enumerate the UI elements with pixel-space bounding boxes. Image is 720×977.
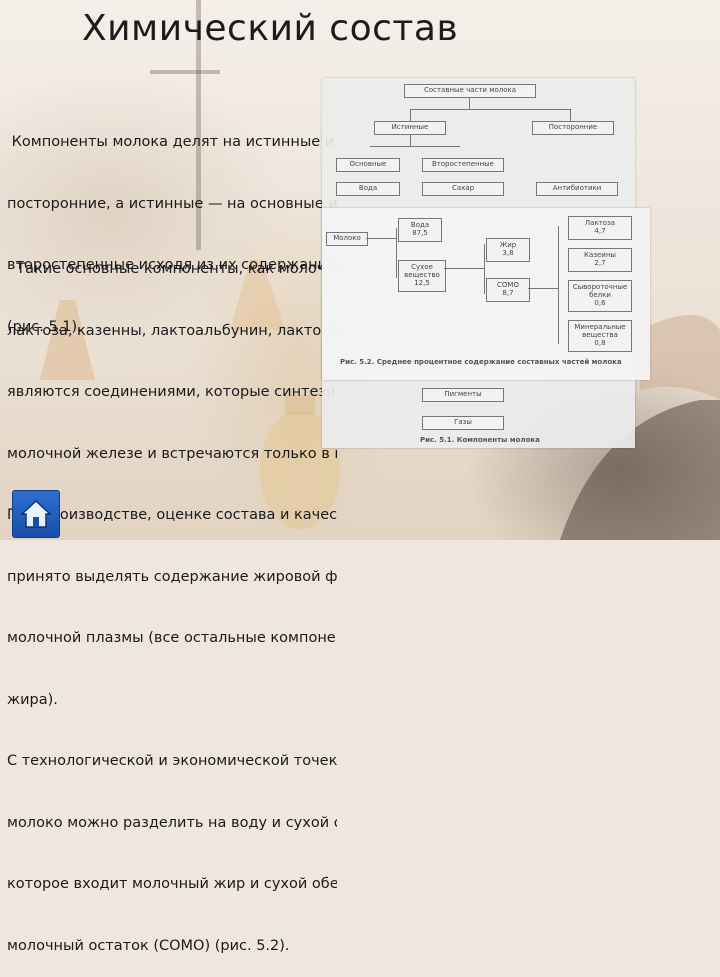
- diagram-node-milk: Молоко: [326, 232, 368, 246]
- text-line: принято выделять содержание жировой фазы…: [7, 568, 337, 585]
- text-line: С технологической и экономической точек …: [7, 753, 337, 769]
- node-value: 0,6: [594, 298, 606, 307]
- connector: [570, 109, 571, 121]
- diagram-node-gases: Газы: [422, 416, 504, 430]
- connector: [410, 109, 570, 110]
- connector: [410, 109, 411, 121]
- node-value: 12,5: [414, 278, 430, 287]
- text-line: посторонние, а истинные — на основные и: [7, 195, 337, 212]
- text-line: являются соединениями, которые синтезиру…: [7, 384, 337, 400]
- connector: [558, 226, 559, 344]
- diagram-node-minerals: Минеральные вещества 0,8: [568, 320, 632, 352]
- home-icon: [20, 499, 52, 528]
- node-value: 87,5: [412, 229, 428, 237]
- figure-5-2-milk-composition: Молоко Вода 87,5 Сухое вещество 12,5 Жир…: [322, 208, 650, 380]
- diagram-node-pigments: Пигменты: [422, 388, 504, 402]
- text-line: Компоненты молока делят на истинные и: [7, 134, 335, 150]
- node-value: 2,7: [594, 259, 606, 267]
- figure-caption: Рис. 5.2. Среднее процентное содержание …: [340, 358, 622, 366]
- node-label: СОМО: [497, 281, 519, 290]
- diagram-node-root: Составные части молока: [404, 84, 536, 98]
- connector: [469, 97, 470, 109]
- diagram-node-foreign: Посторонние: [532, 121, 614, 135]
- node-label: Минеральные вещества: [574, 323, 626, 340]
- text-line: молочной плазмы (все остальные компонент…: [7, 630, 337, 646]
- diagram-node-caseins: Казеины 2,7: [568, 248, 632, 272]
- node-value: 3,8: [502, 249, 514, 257]
- text-line: Такие основные компоненты, как молочный …: [16, 261, 337, 277]
- connector: [396, 228, 397, 278]
- node-label: Вода: [410, 221, 430, 230]
- node-label: Сывороточные белки: [572, 283, 628, 300]
- node-value: 0,8: [594, 338, 606, 347]
- paragraph-1: Компоненты молока делят на истинные и по…: [7, 91, 337, 358]
- diagram-node-secondary: Второстепенные: [422, 158, 504, 172]
- diagram-node-lactose: Лактоза 4,7: [568, 216, 632, 240]
- diagram-node-genuine: Истинные: [374, 121, 446, 135]
- connector: [528, 288, 558, 289]
- text-line: молочный остаток (СОМО) (рис. 5.2).: [7, 937, 290, 954]
- diagram-node-fat: Жир 3,8: [486, 238, 530, 262]
- diagram-node-sugar: Сахар: [422, 182, 504, 196]
- node-label: Жир: [499, 241, 517, 250]
- text-line: молочной железе и встречаются только в м…: [7, 445, 337, 462]
- connector: [444, 268, 484, 269]
- node-value: 4,7: [594, 227, 606, 235]
- figure-caption: Рис. 5.1. Компоненты молока: [420, 436, 540, 444]
- connector: [370, 146, 460, 147]
- text-line: лактоза, казенны, лактоальбунин, лактогл…: [7, 322, 337, 339]
- diagram-node-dry-matter: Сухое вещество 12,5: [398, 260, 446, 292]
- node-label: Сухое вещество: [404, 263, 440, 280]
- diagram-node-main: Основные: [336, 158, 400, 172]
- text-line: (рис. 5.1).: [7, 318, 82, 335]
- connector: [410, 134, 411, 146]
- node-value: 8,7: [502, 289, 514, 297]
- diagram-node-water: Вода: [336, 182, 400, 196]
- node-label: Казеины: [584, 251, 616, 260]
- diagram-node-somo: СОМО 8,7: [486, 278, 530, 302]
- connector: [366, 238, 396, 239]
- slide-title: Химический состав: [82, 8, 459, 49]
- diagram-node-antibiotics: Антибиотики: [536, 182, 618, 196]
- text-line: молоко можно разделить на воду и сухой о…: [7, 814, 337, 831]
- paragraph-2: Такие основные компоненты, как молочный …: [7, 218, 337, 977]
- diagram-node-whey-proteins: Сывороточные белки 0,6: [568, 280, 632, 312]
- text-line: которое входит молочный жир и сухой обез…: [7, 876, 337, 892]
- diagram-node-water: Вода 87,5: [398, 218, 442, 242]
- background-illustration: [40, 0, 720, 540]
- text-line: жира).: [7, 691, 58, 708]
- connector: [484, 244, 485, 294]
- text-line: второстепенные исходя из их содержания: [7, 257, 336, 273]
- node-label: Лактоза: [584, 219, 616, 228]
- home-button[interactable]: [12, 490, 60, 538]
- text-line: При производстве, оценке состава и качес…: [7, 507, 337, 523]
